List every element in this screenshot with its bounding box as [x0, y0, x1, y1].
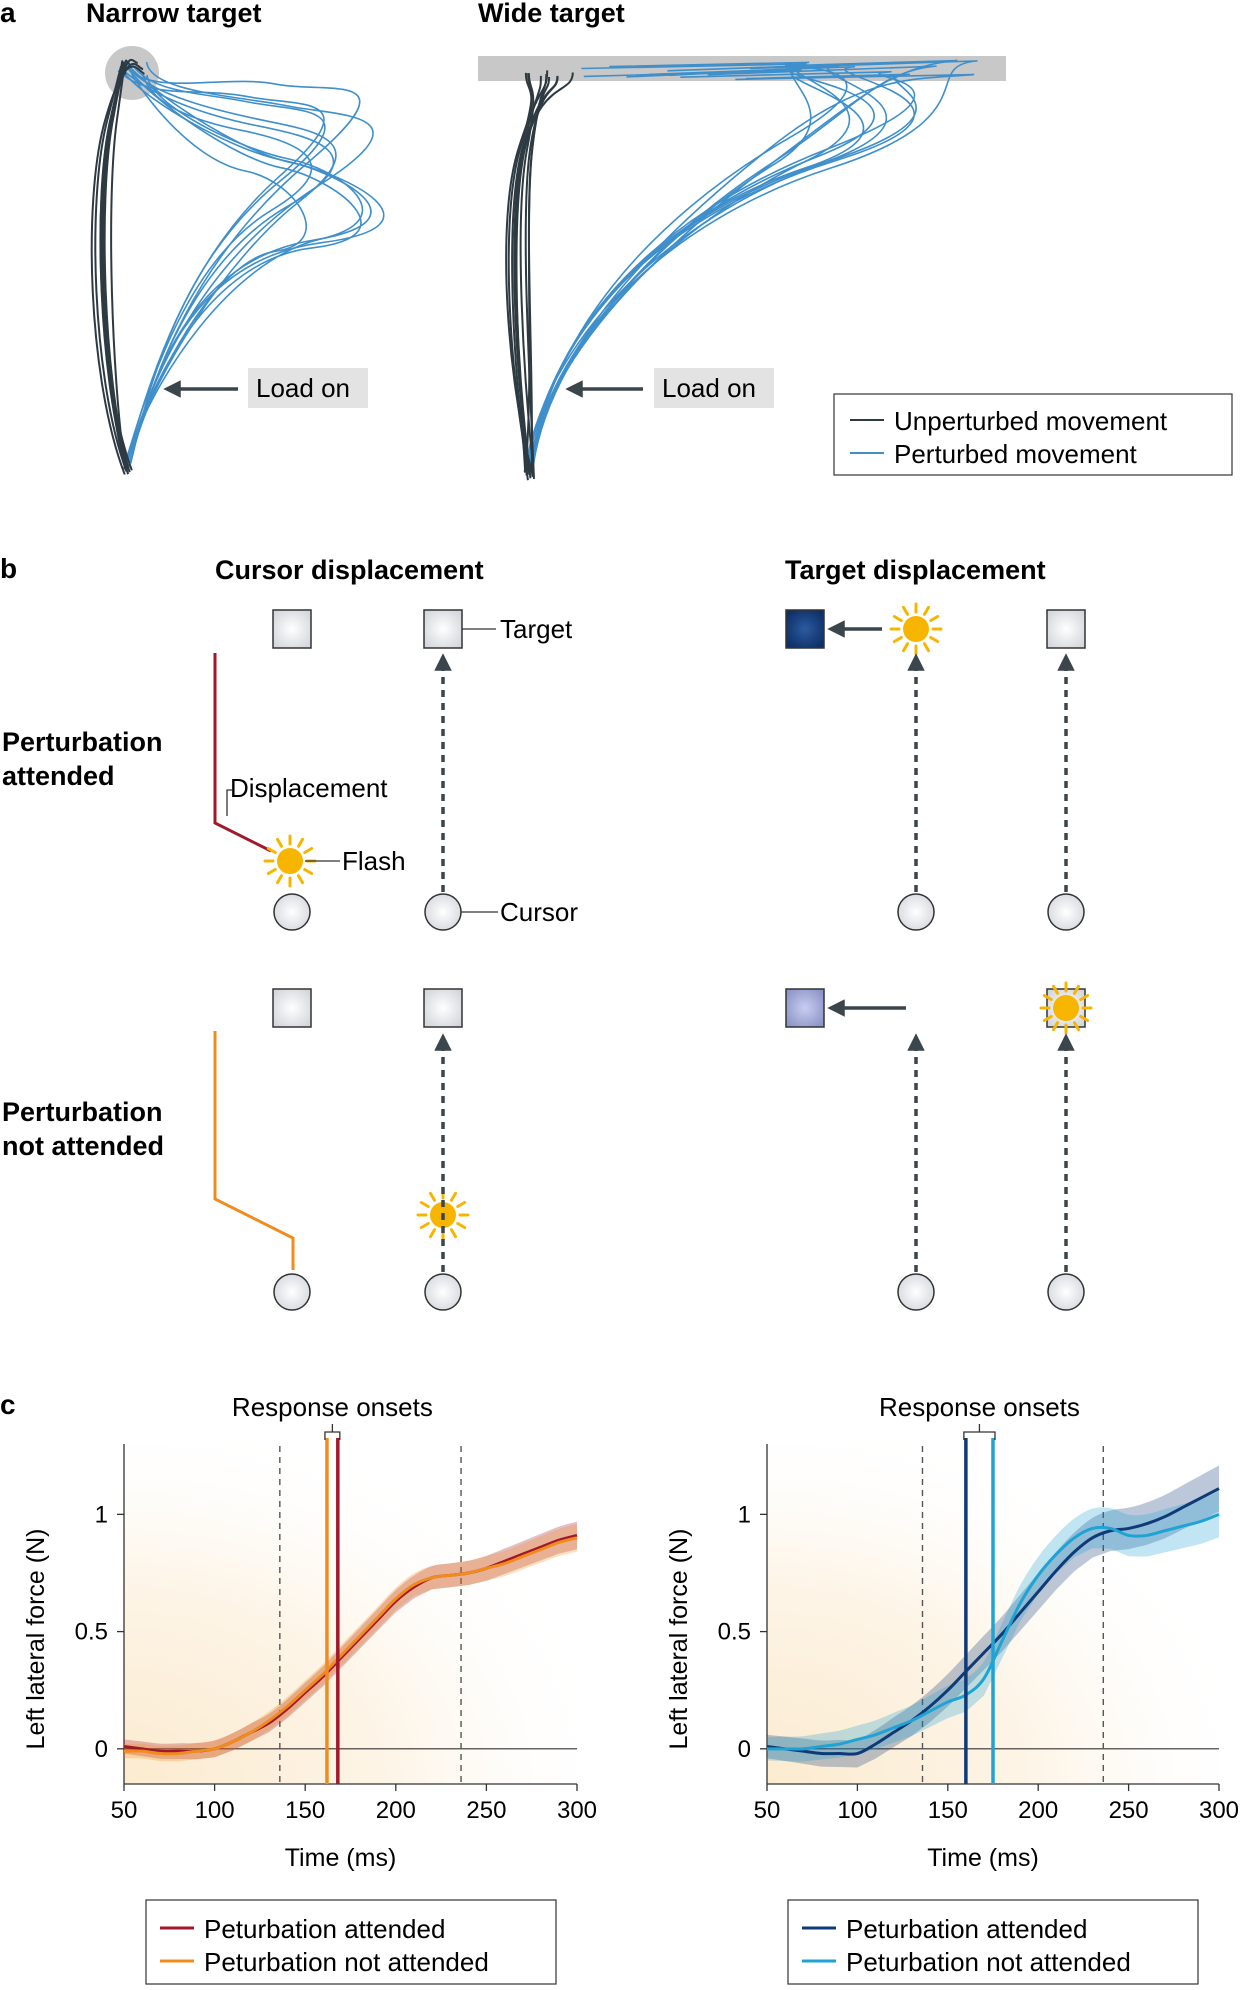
load-on-label-narrow: Load on	[256, 373, 350, 403]
load-on-box-wide	[654, 368, 774, 408]
target-square	[423, 988, 463, 1028]
target-square	[423, 609, 463, 649]
x-tick-label: 150	[928, 1797, 968, 1824]
x-tick-label: 300	[1199, 1797, 1239, 1824]
target-square	[272, 988, 312, 1028]
x-tick-label: 150	[285, 1797, 325, 1824]
legend-box	[145, 1899, 557, 1985]
y-tick-label: 0	[738, 1736, 751, 1763]
flash-label: Flash	[342, 846, 406, 876]
x-tick-label: 200	[376, 1797, 416, 1824]
x-tick-label: 300	[557, 1797, 597, 1824]
x-tick-label: 200	[1018, 1797, 1058, 1824]
cursor-label: Cursor	[500, 897, 578, 927]
load-on-box-narrow	[248, 368, 368, 408]
cursor-circle	[273, 1273, 311, 1311]
load-on-label-wide: Load on	[662, 373, 756, 403]
narrow-target-title: Narrow target	[86, 0, 262, 28]
legend-a-unperturbed-label: Unperturbed movement	[894, 406, 1168, 436]
x-tick-label: 100	[195, 1797, 235, 1824]
target-square	[1046, 609, 1086, 649]
legend-label: Peturbation not attended	[204, 1947, 489, 1977]
series-line	[123, 1536, 578, 1756]
displacement-label: Displacement	[230, 773, 388, 803]
confidence-band	[124, 1521, 577, 1760]
y-tick-label: 0	[95, 1736, 108, 1763]
y-axis-label: Left lateral force (N)	[665, 1529, 693, 1750]
y-axis-label: Left lateral force (N)	[22, 1529, 50, 1750]
wide-perturbed-trajectories	[523, 59, 978, 477]
cursor-circle	[897, 1273, 935, 1311]
legend-a-perturbed-label: Perturbed movement	[894, 439, 1138, 469]
displaced-target-square-light	[785, 988, 825, 1028]
x-tick-label: 250	[1109, 1797, 1149, 1824]
displacement-pointer	[226, 789, 232, 816]
confidence-band	[124, 1523, 577, 1762]
x-axis-label: Time (ms)	[927, 1844, 1039, 1872]
panel-c-label: c	[0, 1389, 16, 1420]
y-tick-label: 0.5	[75, 1619, 108, 1646]
legend-label: Peturbation not attended	[846, 1947, 1131, 1977]
confidence-band	[767, 1491, 1219, 1762]
flash-icon	[1039, 981, 1093, 1035]
legend-a-box	[833, 393, 1233, 476]
cursor-circle	[1047, 1273, 1085, 1311]
y-tick-label: 1	[738, 1501, 751, 1528]
y-tick-label: 0.5	[718, 1619, 751, 1646]
y-tick-label: 1	[95, 1501, 108, 1528]
displaced-target-square-dark	[785, 609, 825, 649]
x-tick-label: 100	[837, 1797, 877, 1824]
flash-icon	[889, 602, 943, 656]
legend-label: Peturbation attended	[204, 1914, 445, 1944]
panel-a-label: a	[0, 0, 16, 28]
wide-unperturbed-trajectories	[505, 70, 574, 481]
target-square	[272, 609, 312, 649]
onset-bracket	[963, 1431, 996, 1440]
cursor-circle	[424, 893, 462, 931]
narrow-perturbed-trajectories	[117, 61, 385, 470]
wide-target-title: Wide target	[478, 0, 625, 28]
displacement-path-not-attended	[213, 1031, 295, 1270]
plot-background	[124, 1444, 577, 1784]
x-tick-label: 50	[111, 1797, 138, 1824]
response-onsets-label: Response onsets	[232, 1392, 433, 1422]
cursor-circle	[424, 1273, 462, 1311]
confidence-band	[767, 1465, 1219, 1768]
legend-label: Peturbation attended	[846, 1914, 1087, 1944]
panel-a: a Narrow target Wide target Load on Load…	[0, 0, 1233, 481]
narrow-unperturbed-trajectories	[90, 58, 145, 475]
displacement-path-attended	[213, 653, 272, 853]
response-onsets-label: Response onsets	[879, 1392, 1080, 1422]
target-label: Target	[500, 614, 573, 644]
panel-b-label: b	[0, 553, 17, 584]
legend-box	[787, 1899, 1199, 1985]
x-tick-label: 50	[754, 1797, 781, 1824]
cursor-circle	[273, 893, 311, 931]
cursor-circle	[1047, 893, 1085, 931]
x-axis-label: Time (ms)	[285, 1844, 397, 1872]
target-displacement-title: Target displacement	[785, 555, 1046, 585]
panel-b: b Cursor displacement Target displacemen…	[0, 553, 1093, 1311]
x-tick-label: 250	[466, 1797, 506, 1824]
cursor-circle	[897, 893, 935, 931]
cursor-displacement-title: Cursor displacement	[215, 555, 484, 585]
